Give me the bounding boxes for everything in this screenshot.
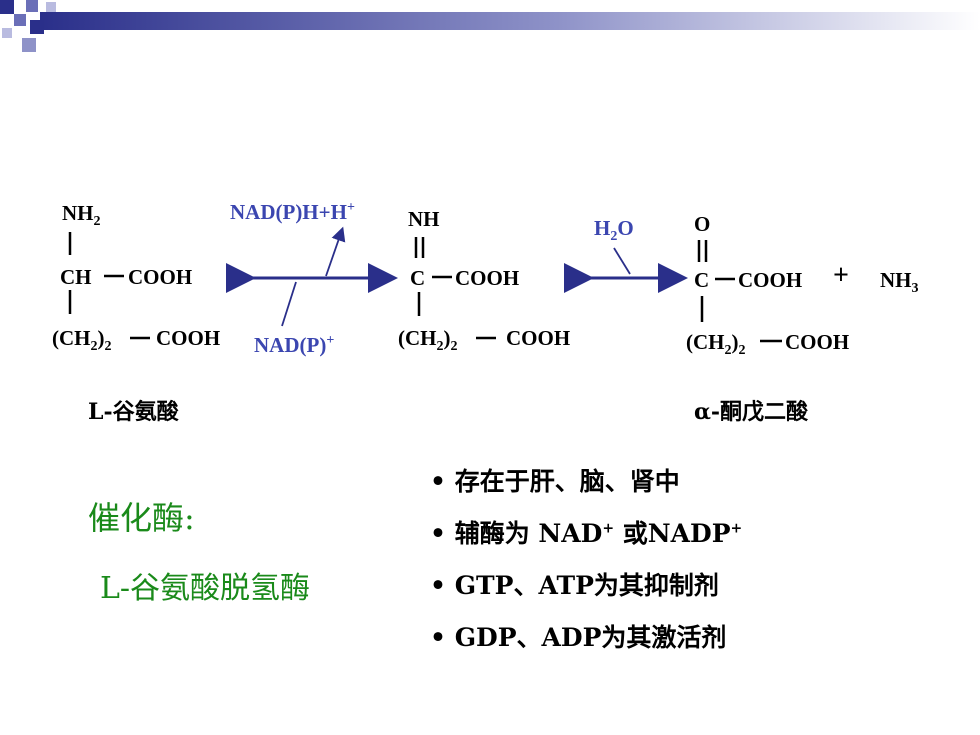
- product-c: C: [694, 268, 710, 292]
- banner-square: [0, 0, 14, 14]
- reactant-ch2: (CH2)2: [52, 326, 112, 355]
- cofactor-arrow-up: [325, 226, 346, 277]
- reactant-cooh2: COOH: [156, 326, 221, 350]
- product-o: O: [694, 212, 711, 236]
- enzyme-name: L-谷氨酸脱氢酶: [100, 571, 311, 606]
- header-banner: [0, 0, 980, 52]
- banner-square: [14, 14, 26, 26]
- water-arrow: [613, 247, 631, 275]
- product-cooh2: COOH: [785, 330, 850, 354]
- intermediate-cooh2: COOH: [506, 326, 571, 350]
- banner-square: [2, 28, 12, 38]
- banner-bar: [40, 12, 980, 30]
- reactant-cooh: COOH: [128, 265, 193, 289]
- water-label: H2O: [594, 216, 634, 245]
- reactant-nh2: NH2: [62, 201, 101, 230]
- banner-square: [30, 20, 44, 34]
- reactant-ch: CH: [60, 265, 92, 289]
- intermediate-cooh: COOH: [455, 266, 520, 290]
- bullet-item: • 存在于肝、脑、肾中: [430, 467, 680, 496]
- product-ch2: (CH2)2: [686, 330, 746, 359]
- cofactor-arrow-in: [281, 281, 297, 327]
- bullet-item: • GTP、ATP为其抑制剂: [430, 571, 719, 600]
- product-cooh: COOH: [738, 268, 803, 292]
- bullet-item: • 辅酶为 NAD+ 或NADP+: [430, 519, 743, 548]
- intermediate-ch2: (CH2)2: [398, 326, 458, 355]
- plus-sign: +: [833, 260, 849, 291]
- intermediate-c: C: [410, 266, 426, 290]
- banner-square: [22, 38, 36, 52]
- banner-square: [26, 0, 38, 12]
- bullet-item: • GDP、ADP为其激活剂: [430, 623, 727, 652]
- banner-square: [46, 2, 56, 12]
- product-name: α-酮戊二酸: [694, 399, 809, 425]
- cofactor-top-label: NAD(P)H+H+: [230, 200, 355, 224]
- intermediate-nh: NH: [408, 207, 440, 231]
- enzyme-label: 催化酶:: [88, 499, 195, 537]
- cofactor-bottom-label: NAD(P)+: [254, 333, 335, 357]
- reactant-name: L-谷氨酸: [88, 399, 179, 425]
- ammonia: NH3: [880, 268, 919, 297]
